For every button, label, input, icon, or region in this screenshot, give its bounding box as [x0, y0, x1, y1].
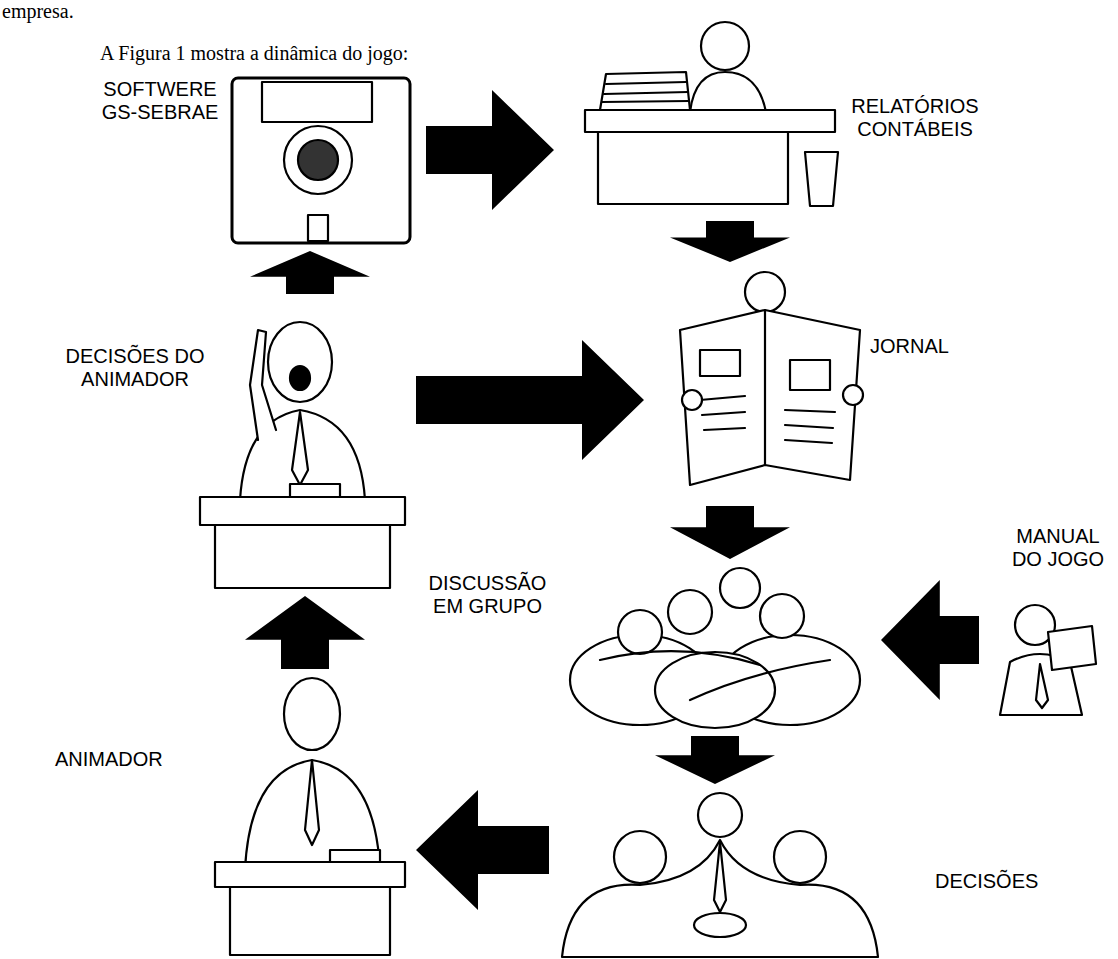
diskette-body	[232, 78, 410, 243]
person-head	[618, 610, 662, 654]
manual-node: MANUAL DO JOGO	[985, 520, 1115, 720]
tie	[714, 842, 726, 912]
newspaper-photo	[700, 350, 740, 376]
animator-body	[245, 760, 380, 870]
person-head	[720, 568, 760, 608]
figure-label: SOFTWERE GS-SEBRAE	[100, 78, 220, 124]
handshake	[694, 913, 746, 937]
tie	[305, 760, 319, 845]
animator-head	[284, 678, 340, 750]
diskette-figure	[232, 78, 410, 243]
desk-front	[215, 525, 390, 588]
desk-front	[598, 132, 788, 204]
reader-head	[745, 272, 785, 312]
diskette-ring	[284, 126, 352, 194]
person-head	[614, 831, 666, 883]
block-arrow	[426, 90, 554, 210]
group-bodies	[562, 840, 878, 957]
figure-label: MANUAL DO JOGO	[1008, 525, 1108, 571]
newspaper	[680, 310, 860, 485]
desk-top	[585, 110, 835, 132]
handshake-figure	[562, 793, 878, 957]
desk-top	[215, 862, 405, 887]
animator-node: ANIMADOR	[50, 675, 410, 955]
accountant-head	[701, 22, 749, 70]
tie	[1036, 664, 1048, 708]
body-text: empresa.	[2, 0, 74, 23]
animator-decisions-node: DECISÕES DO ANIMADOR	[50, 300, 410, 590]
animator-figure	[215, 678, 405, 955]
figure-label: JORNAL	[870, 335, 949, 358]
accountant-figure	[585, 22, 838, 206]
desk-top	[200, 497, 405, 525]
block-arrow	[670, 221, 790, 262]
paper-lines	[602, 82, 689, 102]
block-arrow	[881, 580, 979, 700]
accountant-body	[690, 72, 766, 112]
tie	[292, 412, 308, 485]
figure-label: DISCUSSÃO EM GRUPO	[425, 572, 550, 618]
newspaper-reader-figure	[680, 272, 863, 485]
figure-label: DECISÕES	[935, 870, 1038, 893]
diskette-shutter	[262, 82, 372, 122]
manual-reader-figure	[1000, 605, 1096, 715]
block-arrow	[416, 340, 644, 460]
group-hug-figure	[570, 568, 860, 728]
person-head	[698, 793, 742, 837]
diskette-slot	[308, 215, 328, 241]
paper-stack	[600, 72, 690, 110]
open-mouth	[290, 366, 310, 390]
reports-node: RELATÓRIOS CONTÁBEIS	[560, 5, 1010, 215]
block-arrow	[245, 596, 365, 669]
paper-sheet	[290, 484, 340, 497]
person-head	[760, 594, 804, 638]
group-discussion-node: DISCUSSÃO EM GRUPO	[420, 565, 875, 730]
desk-front	[230, 887, 390, 955]
manual-book	[1048, 626, 1096, 670]
block-arrow	[670, 506, 790, 559]
diskette-hub	[298, 140, 338, 180]
person-head	[774, 831, 826, 883]
block-arrow	[416, 790, 549, 910]
decisions-node: DECISÕES	[555, 790, 1055, 955]
hugging-arms	[600, 651, 830, 700]
animator-head	[268, 322, 332, 402]
waste-basket	[805, 152, 838, 206]
reader-hand	[682, 390, 702, 410]
newspaper-photo	[790, 360, 830, 390]
software-node: SOFTWERE GS-SEBRAE	[95, 70, 420, 245]
newspaper-fold	[764, 310, 766, 465]
person-head	[668, 590, 712, 634]
figure-label: RELATÓRIOS CONTÁBEIS	[840, 95, 990, 141]
block-arrow	[250, 251, 370, 294]
paper-sheet	[330, 850, 380, 862]
block-arrow	[655, 736, 775, 784]
speaking-animator-figure	[200, 322, 405, 588]
newspaper-node: JORNAL	[650, 268, 960, 500]
figure-label: ANIMADOR	[55, 748, 163, 771]
figure-label: DECISÕES DO ANIMADOR	[55, 345, 215, 391]
reader-hand	[843, 385, 863, 405]
body-text: A Figura 1 mostra a dinâmica do jogo:	[100, 42, 408, 65]
newspaper-lines	[700, 396, 835, 443]
